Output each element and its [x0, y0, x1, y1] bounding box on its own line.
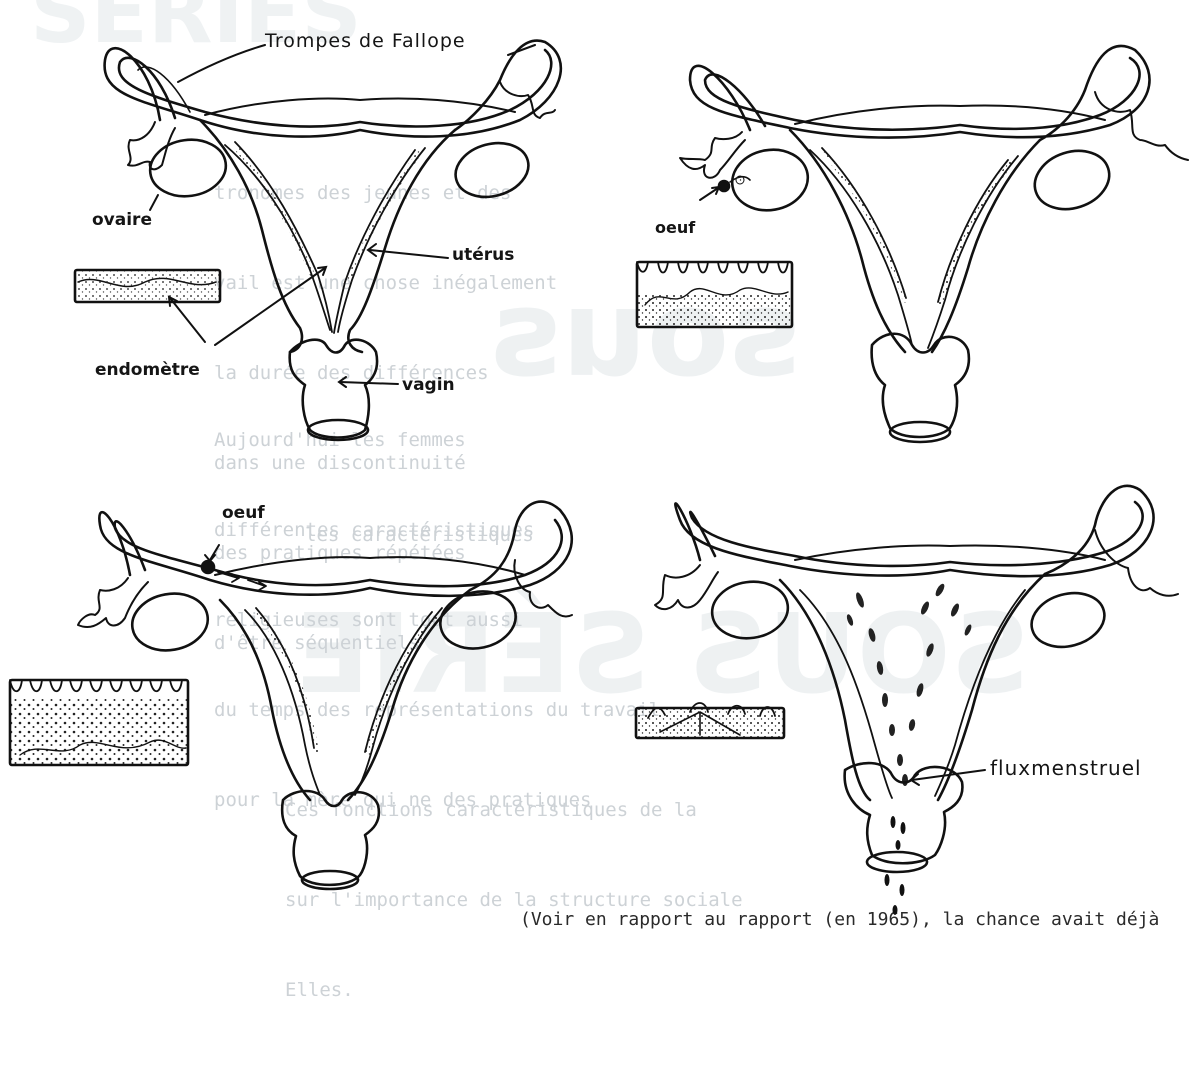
uterus-drawing-bottom-right	[636, 486, 1178, 915]
label-menstrual-flow: fluxmenstruel	[990, 756, 1142, 780]
label-vagina: vagin	[402, 375, 455, 395]
label-leaders	[150, 45, 985, 785]
shedding-endometrium	[846, 582, 973, 786]
uterus-drawing-top-left	[75, 41, 561, 440]
label-egg-top-right: oeuf	[655, 218, 695, 237]
label-endometrium: endomètre	[95, 360, 200, 380]
label-uterus: utérus	[452, 245, 514, 265]
label-fallopian-tubes: Trompes de Fallope	[265, 30, 466, 52]
label-ovary: ovaire	[92, 210, 152, 230]
label-egg-bottom-left: oeuf	[222, 503, 265, 523]
uterus-drawing-bottom-left	[10, 502, 572, 889]
uterus-drawing-top-right	[637, 46, 1188, 442]
menstrual-drops	[885, 816, 906, 915]
uterus-cycle-diagram	[0, 0, 1197, 938]
